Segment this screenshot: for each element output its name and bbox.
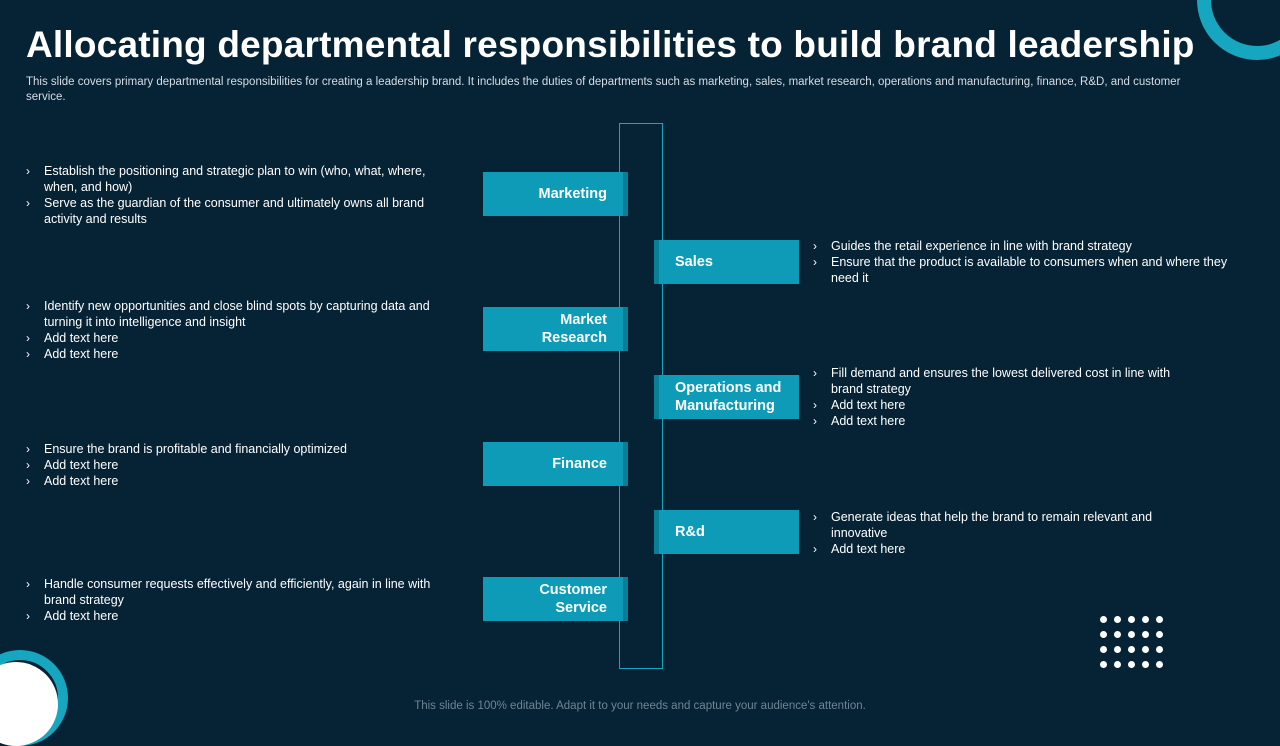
chevron-right-icon: › bbox=[26, 474, 30, 488]
chevron-right-icon: › bbox=[26, 331, 30, 345]
list-item: ›Add text here bbox=[26, 331, 119, 345]
dept-box-marketing: Marketing bbox=[483, 172, 628, 216]
list-item: ›Add text here bbox=[26, 347, 119, 361]
chevron-right-icon: › bbox=[813, 366, 817, 380]
list-item: ›Add text here bbox=[813, 414, 906, 428]
list-item: ›Add text here bbox=[26, 474, 119, 488]
list-item: ›Add text here bbox=[26, 458, 119, 472]
list-item: ›Serve as the guardian of the consumer a… bbox=[26, 196, 425, 226]
dept-box-operations: Operations and Manufacturing bbox=[654, 375, 799, 419]
dept-box-customer-service: Customer Service bbox=[483, 577, 628, 621]
chevron-right-icon: › bbox=[26, 577, 30, 591]
chevron-right-icon: › bbox=[26, 347, 30, 361]
bullets-marketing: ›Establish the positioning and strategic… bbox=[26, 163, 451, 227]
bullets-operations: ›Fill demand and ensures the lowest deli… bbox=[813, 365, 1203, 429]
list-item: ›Guides the retail experience in line wi… bbox=[813, 239, 1132, 253]
decorative-dot-grid bbox=[1100, 616, 1172, 668]
dept-label-market-research: Market Research bbox=[541, 312, 607, 346]
chevron-right-icon: › bbox=[26, 299, 30, 313]
list-item: ›Ensure that the product is available to… bbox=[813, 255, 1228, 285]
list-item: ›Add text here bbox=[813, 542, 906, 556]
list-item: ›Establish the positioning and strategic… bbox=[26, 164, 426, 194]
chevron-right-icon: › bbox=[26, 442, 30, 456]
dept-label-sales: Sales bbox=[675, 254, 713, 270]
chevron-right-icon: › bbox=[813, 414, 817, 428]
slide-footer: This slide is 100% editable. Adapt it to… bbox=[414, 700, 866, 712]
list-item: ›Handle consumer requests effectively an… bbox=[26, 577, 431, 607]
dept-label-rnd: R&d bbox=[675, 524, 705, 540]
list-item: ›Identify new opportunities and close bl… bbox=[26, 299, 430, 329]
list-item: ›Ensure the brand is profitable and fina… bbox=[26, 442, 347, 456]
bullets-sales: ›Guides the retail experience in line wi… bbox=[813, 238, 1253, 286]
dept-box-rnd: R&d bbox=[654, 510, 799, 554]
slide-title: Allocating departmental responsibilities… bbox=[26, 24, 1195, 65]
bullets-rnd: ›Generate ideas that help the brand to r… bbox=[813, 509, 1153, 557]
chevron-right-icon: › bbox=[813, 255, 817, 269]
list-item: ›Add text here bbox=[26, 609, 119, 623]
dept-label-operations: Operations and Manufacturing bbox=[675, 380, 782, 414]
dept-label-finance: Finance bbox=[552, 456, 607, 472]
dept-box-sales: Sales bbox=[654, 240, 799, 284]
dept-box-finance: Finance bbox=[483, 442, 628, 486]
chevron-right-icon: › bbox=[813, 398, 817, 412]
bullets-finance: ›Ensure the brand is profitable and fina… bbox=[26, 441, 456, 489]
list-item: ›Add text here bbox=[813, 398, 906, 412]
chevron-right-icon: › bbox=[26, 458, 30, 472]
dept-label-customer-service: Customer Service bbox=[539, 582, 607, 616]
chevron-right-icon: › bbox=[813, 239, 817, 253]
chevron-right-icon: › bbox=[26, 196, 30, 210]
decorative-ring-top-right bbox=[1197, 0, 1280, 60]
bullets-customer-service: ›Handle consumer requests effectively an… bbox=[26, 576, 458, 624]
chevron-right-icon: › bbox=[26, 164, 30, 178]
chevron-right-icon: › bbox=[813, 510, 817, 524]
dept-label-marketing: Marketing bbox=[538, 186, 608, 202]
chevron-right-icon: › bbox=[26, 609, 30, 623]
list-item: ›Generate ideas that help the brand to r… bbox=[813, 510, 1153, 540]
chevron-right-icon: › bbox=[813, 542, 817, 556]
slide-subtitle: This slide covers primary departmental r… bbox=[26, 76, 1181, 103]
bullets-market-research: ›Identify new opportunities and close bl… bbox=[26, 298, 456, 362]
dept-box-market-research: Market Research bbox=[483, 307, 628, 351]
list-item: ›Fill demand and ensures the lowest deli… bbox=[813, 366, 1171, 396]
